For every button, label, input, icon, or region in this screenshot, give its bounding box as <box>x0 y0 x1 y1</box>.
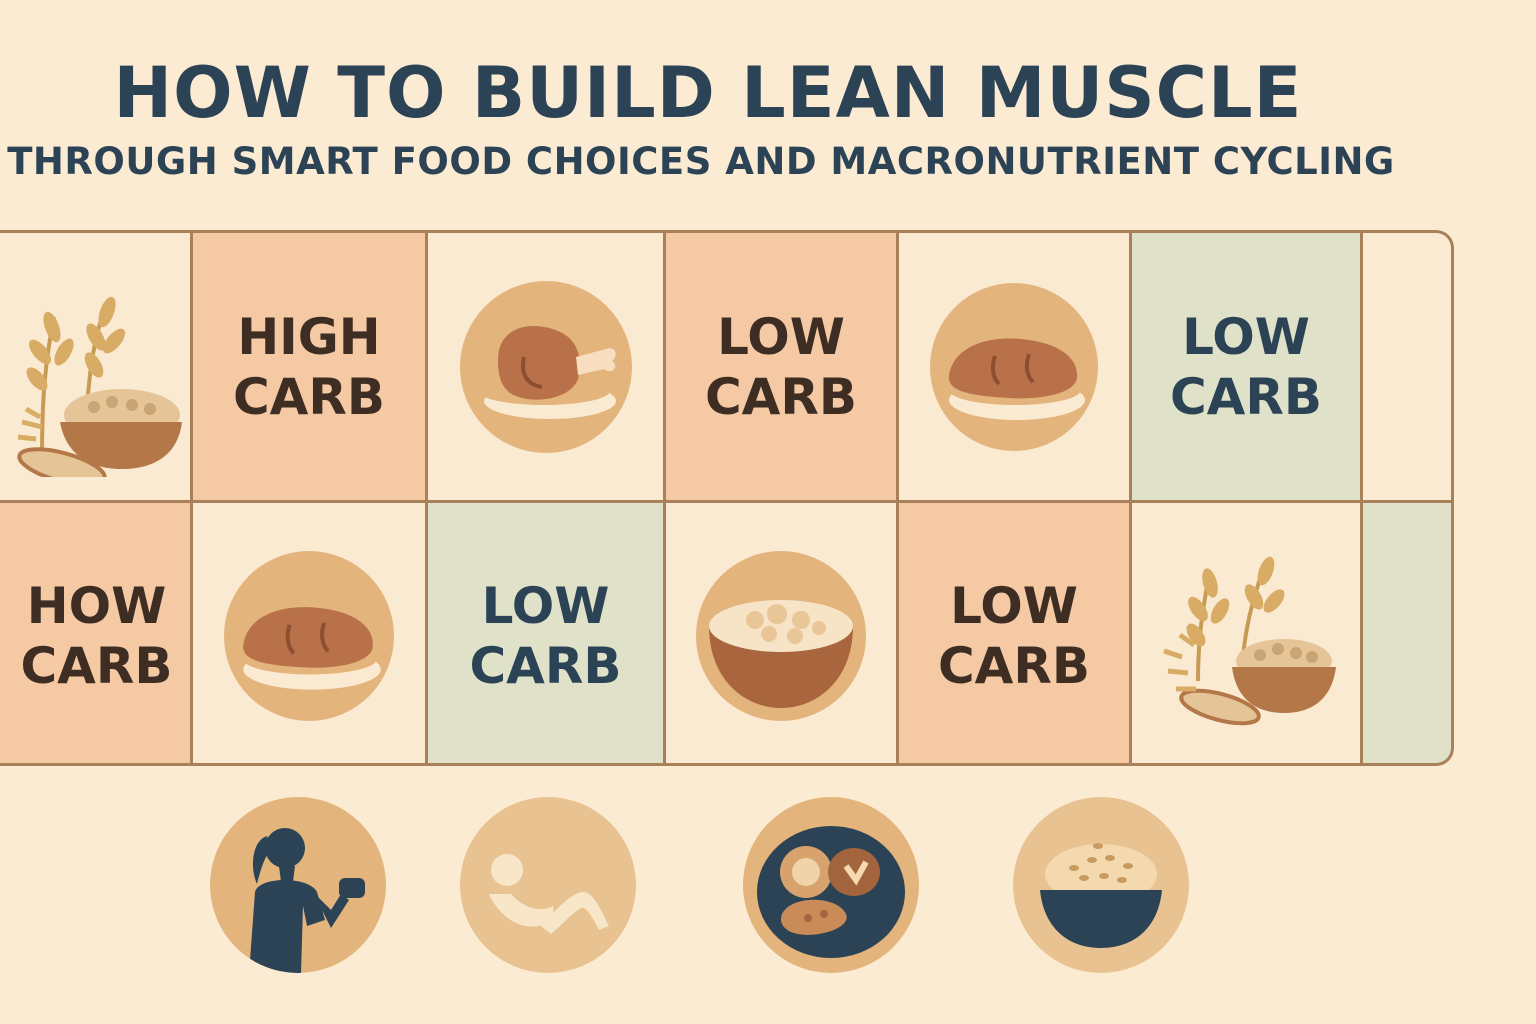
page-subtitle: THROUGH SMART FOOD CHOICES AND MACRONUTR… <box>7 140 1395 183</box>
grid-cell-r2c1: HOW CARB <box>0 503 190 763</box>
grid-cell-r1c4: LOW CARB <box>666 233 896 500</box>
carb-label: LOW CARB <box>469 577 622 695</box>
sweet-potato-icon <box>224 551 394 721</box>
food-plate-icon <box>743 797 919 973</box>
situp-exercise-icon <box>460 797 636 973</box>
grid-cell-r1c2: HIGH CARB <box>193 233 425 500</box>
carb-label: LOW CARB <box>704 307 857 426</box>
carb-label: LOW CARB <box>1169 307 1322 426</box>
carb-label: HIGH CARB <box>232 307 385 426</box>
dumbbell-woman-icon <box>210 797 386 973</box>
grid-cell-r1c1 <box>0 233 190 500</box>
grain-bowl-dark-icon <box>1013 797 1189 973</box>
grid-cell-r2c4 <box>666 503 896 763</box>
grid-cell-r1c5 <box>899 233 1129 500</box>
grid-cell-r2c2 <box>193 503 425 763</box>
grain-bowl-icon <box>16 296 182 477</box>
grid-cell-r2c7 <box>1363 503 1451 763</box>
chicken-leg-icon <box>459 280 632 453</box>
grid-cell-r2c3: LOW CARB <box>428 503 663 763</box>
page-title: HOW TO BUILD LEAN MUSCLE <box>113 52 1303 134</box>
grid-cell-r1c7 <box>1363 233 1451 500</box>
grain-bowl-icon <box>1163 556 1336 726</box>
grid-cell-r2c6 <box>1132 503 1360 763</box>
sweet-potato-icon <box>930 282 1098 451</box>
rice-bowl-icon <box>696 551 866 721</box>
grid-cell-r1c3 <box>428 233 663 500</box>
carb-label: LOW CARB <box>937 577 1090 695</box>
carb-label: HOW CARB <box>20 577 173 695</box>
carb-cycling-grid: HIGH CARB LOW CARB LOW CARB HOW CARB <box>0 230 1454 766</box>
grid-cell-r1c6: LOW CARB <box>1132 233 1360 500</box>
grid-cell-r2c5: LOW CARB <box>899 503 1129 763</box>
